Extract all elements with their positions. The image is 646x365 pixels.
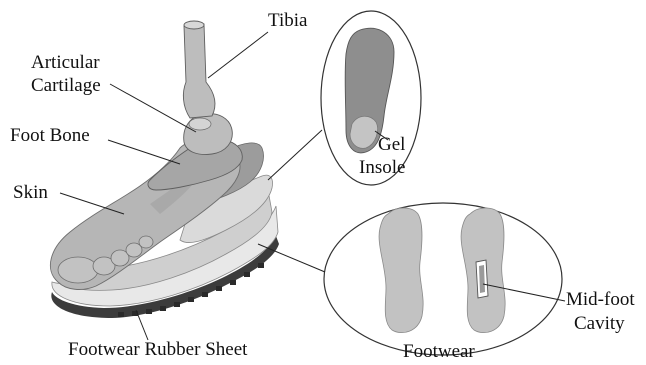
- label-insole: Insole: [359, 157, 405, 178]
- label-tibia: Tibia: [268, 10, 307, 31]
- label-skin: Skin: [13, 182, 48, 203]
- leader-articular-cartilage: [110, 84, 196, 132]
- leader-tibia: [208, 32, 268, 78]
- tibia-bone: [183, 21, 215, 118]
- label-articular-cartilage-line2: Cartilage: [31, 75, 101, 96]
- label-footwear-rubber-sheet: Footwear Rubber Sheet: [68, 339, 247, 360]
- toe-fifth: [139, 236, 153, 248]
- label-articular-cartilage-line1: Articular: [31, 52, 100, 73]
- leader-foot-bone: [108, 140, 180, 164]
- footwear-piece-left: [379, 208, 423, 333]
- tibia-shaft: [183, 24, 215, 118]
- midfoot-cavity-inner: [479, 265, 485, 293]
- label-foot-bone: Foot Bone: [10, 125, 90, 146]
- label-midfoot-cavity-line1: Mid-foot: [566, 289, 635, 310]
- leader-rubber-sheet: [136, 310, 148, 340]
- connector-insole-top: [268, 130, 322, 180]
- articular-cartilage: [189, 118, 211, 130]
- label-gel: Gel: [378, 134, 405, 155]
- label-footwear: Footwear: [403, 341, 475, 362]
- footwear-circle: [324, 203, 562, 355]
- label-midfoot-cavity-line2: Cavity: [574, 313, 625, 334]
- tibia-top: [184, 21, 204, 29]
- toe-big: [58, 257, 98, 283]
- footwear-inset: [324, 203, 562, 355]
